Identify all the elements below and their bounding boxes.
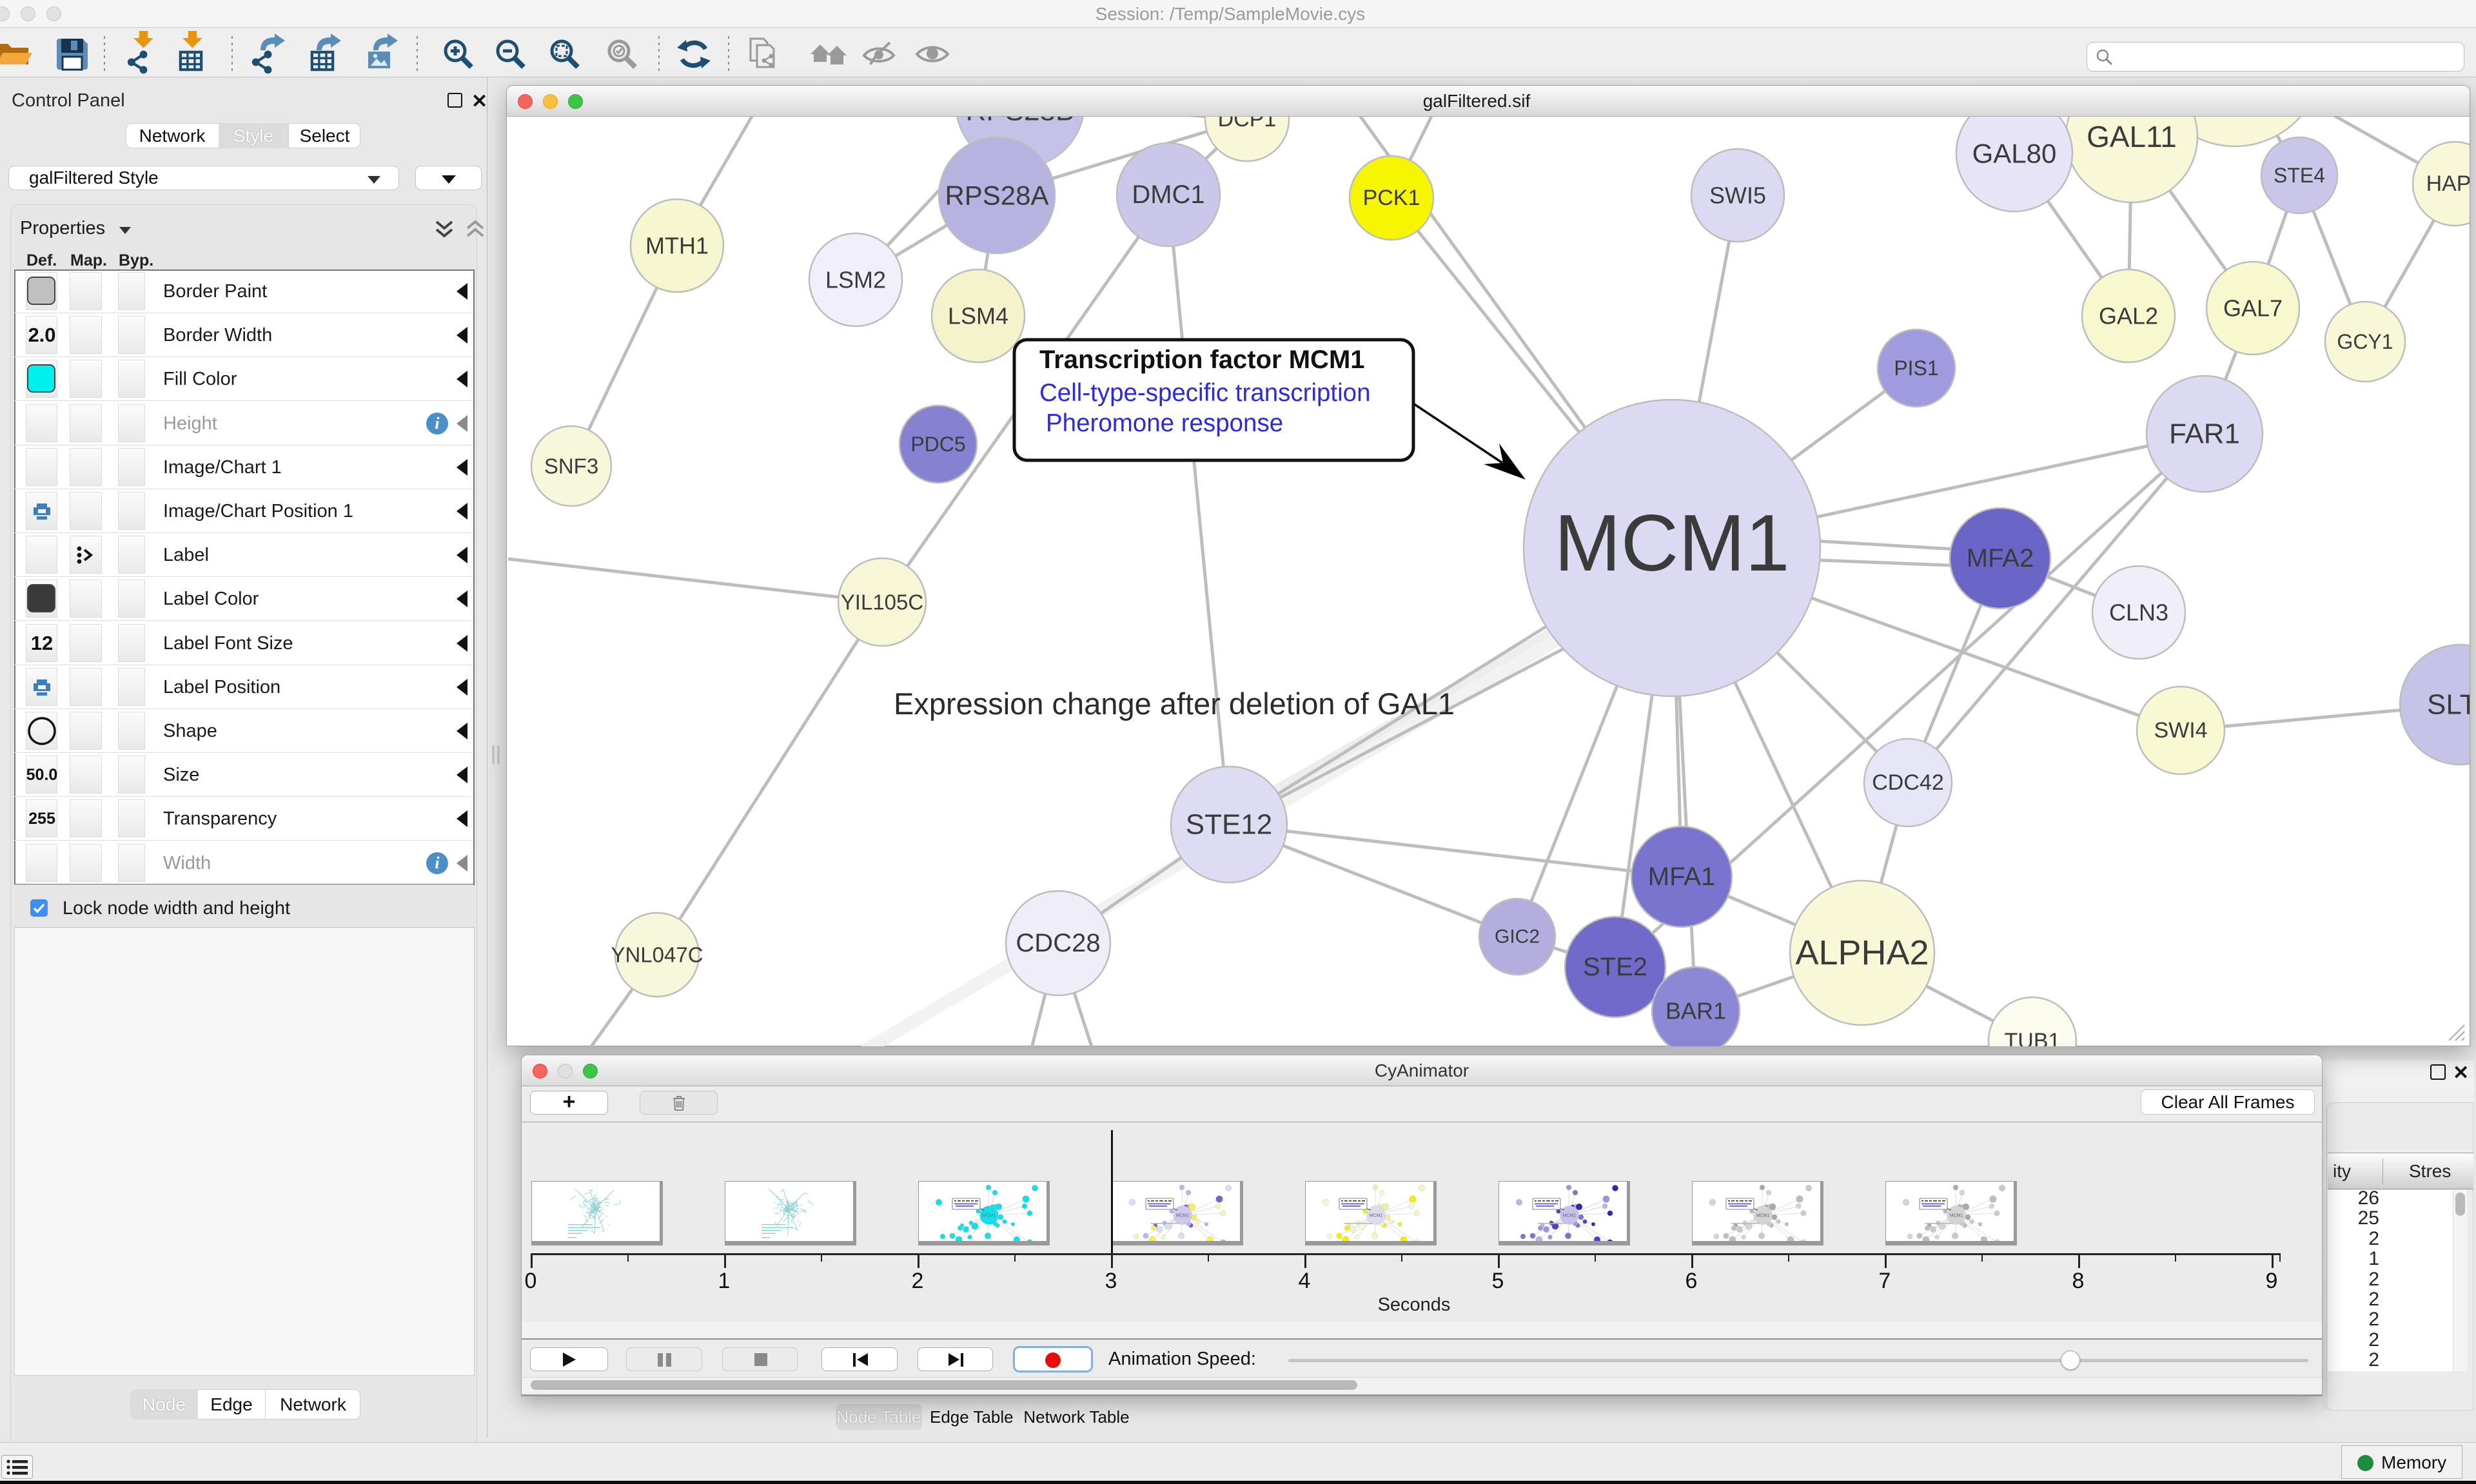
svg-text:MCM1: MCM1 — [1756, 1214, 1770, 1218]
svg-text:Transcription factor MCM1: Transcription factor MCM1 — [1039, 346, 1365, 374]
svg-text:MCM1: MCM1 — [983, 1214, 996, 1218]
svg-text:STE4: STE4 — [2274, 164, 2325, 187]
svg-text:CDC28: CDC28 — [1016, 929, 1100, 957]
svg-text:RPS28A: RPS28A — [945, 181, 1048, 211]
svg-text:MFA2: MFA2 — [1967, 544, 2034, 572]
svg-text:SNF3: SNF3 — [544, 454, 598, 478]
svg-text:RPS28B: RPS28B — [966, 117, 1075, 127]
svg-text:PDC5: PDC5 — [910, 433, 965, 456]
svg-text:Expression change after deleti: Expression change after deletion of GAL1 — [894, 687, 1455, 721]
svg-text:Cell-type-specific transcripti: Cell-type-specific transcription — [1039, 379, 1371, 407]
svg-text:MCM1: MCM1 — [1176, 1214, 1190, 1218]
svg-text:CLN3: CLN3 — [2109, 600, 2168, 626]
svg-text:STE2: STE2 — [1583, 953, 1647, 981]
svg-text:FAR1: FAR1 — [2169, 418, 2240, 450]
svg-text:GAL2: GAL2 — [2099, 303, 2158, 329]
svg-text:SWI4: SWI4 — [2154, 718, 2207, 743]
svg-text:MCM1: MCM1 — [1563, 1214, 1577, 1218]
svg-text:Pheromone response: Pheromone response — [1046, 409, 1283, 437]
svg-text:GAL80: GAL80 — [1972, 139, 2057, 169]
svg-text:BAR1: BAR1 — [1665, 998, 1726, 1024]
svg-text:GAL11: GAL11 — [2087, 120, 2177, 153]
svg-text:STE12: STE12 — [1186, 809, 1273, 841]
svg-text:MCM1: MCM1 — [1950, 1214, 1963, 1218]
svg-text:YNL047C: YNL047C — [611, 943, 703, 967]
svg-text:ALPHA2: ALPHA2 — [1795, 933, 1929, 972]
svg-text:MTH1: MTH1 — [645, 233, 709, 259]
svg-text:LSM2: LSM2 — [825, 267, 886, 293]
svg-text:DCP1: DCP1 — [1218, 117, 1277, 132]
svg-text:TUB1: TUB1 — [2005, 1029, 2061, 1046]
svg-text:GCY1: GCY1 — [2337, 330, 2393, 353]
svg-text:SWI5: SWI5 — [1709, 182, 1766, 209]
svg-text:MFA1: MFA1 — [1648, 863, 1715, 891]
svg-text:SLT2: SLT2 — [2427, 689, 2470, 721]
svg-text:GAL7: GAL7 — [2223, 295, 2283, 322]
svg-text:MCM1: MCM1 — [1370, 1214, 1383, 1218]
svg-text:i: i — [435, 854, 440, 872]
svg-text:i: i — [435, 414, 440, 433]
svg-text:DMC1: DMC1 — [1132, 181, 1204, 209]
svg-text:YIL105C: YIL105C — [841, 591, 923, 614]
svg-text:HAP2: HAP2 — [2426, 171, 2470, 196]
svg-text:PIS1: PIS1 — [1894, 356, 1938, 380]
svg-text:PCK1: PCK1 — [1363, 186, 1420, 210]
svg-text:CDC42: CDC42 — [1872, 770, 1943, 795]
svg-text:MCM1: MCM1 — [1554, 499, 1789, 588]
svg-text:GIC2: GIC2 — [1495, 926, 1540, 948]
svg-text:LSM4: LSM4 — [948, 303, 1008, 329]
